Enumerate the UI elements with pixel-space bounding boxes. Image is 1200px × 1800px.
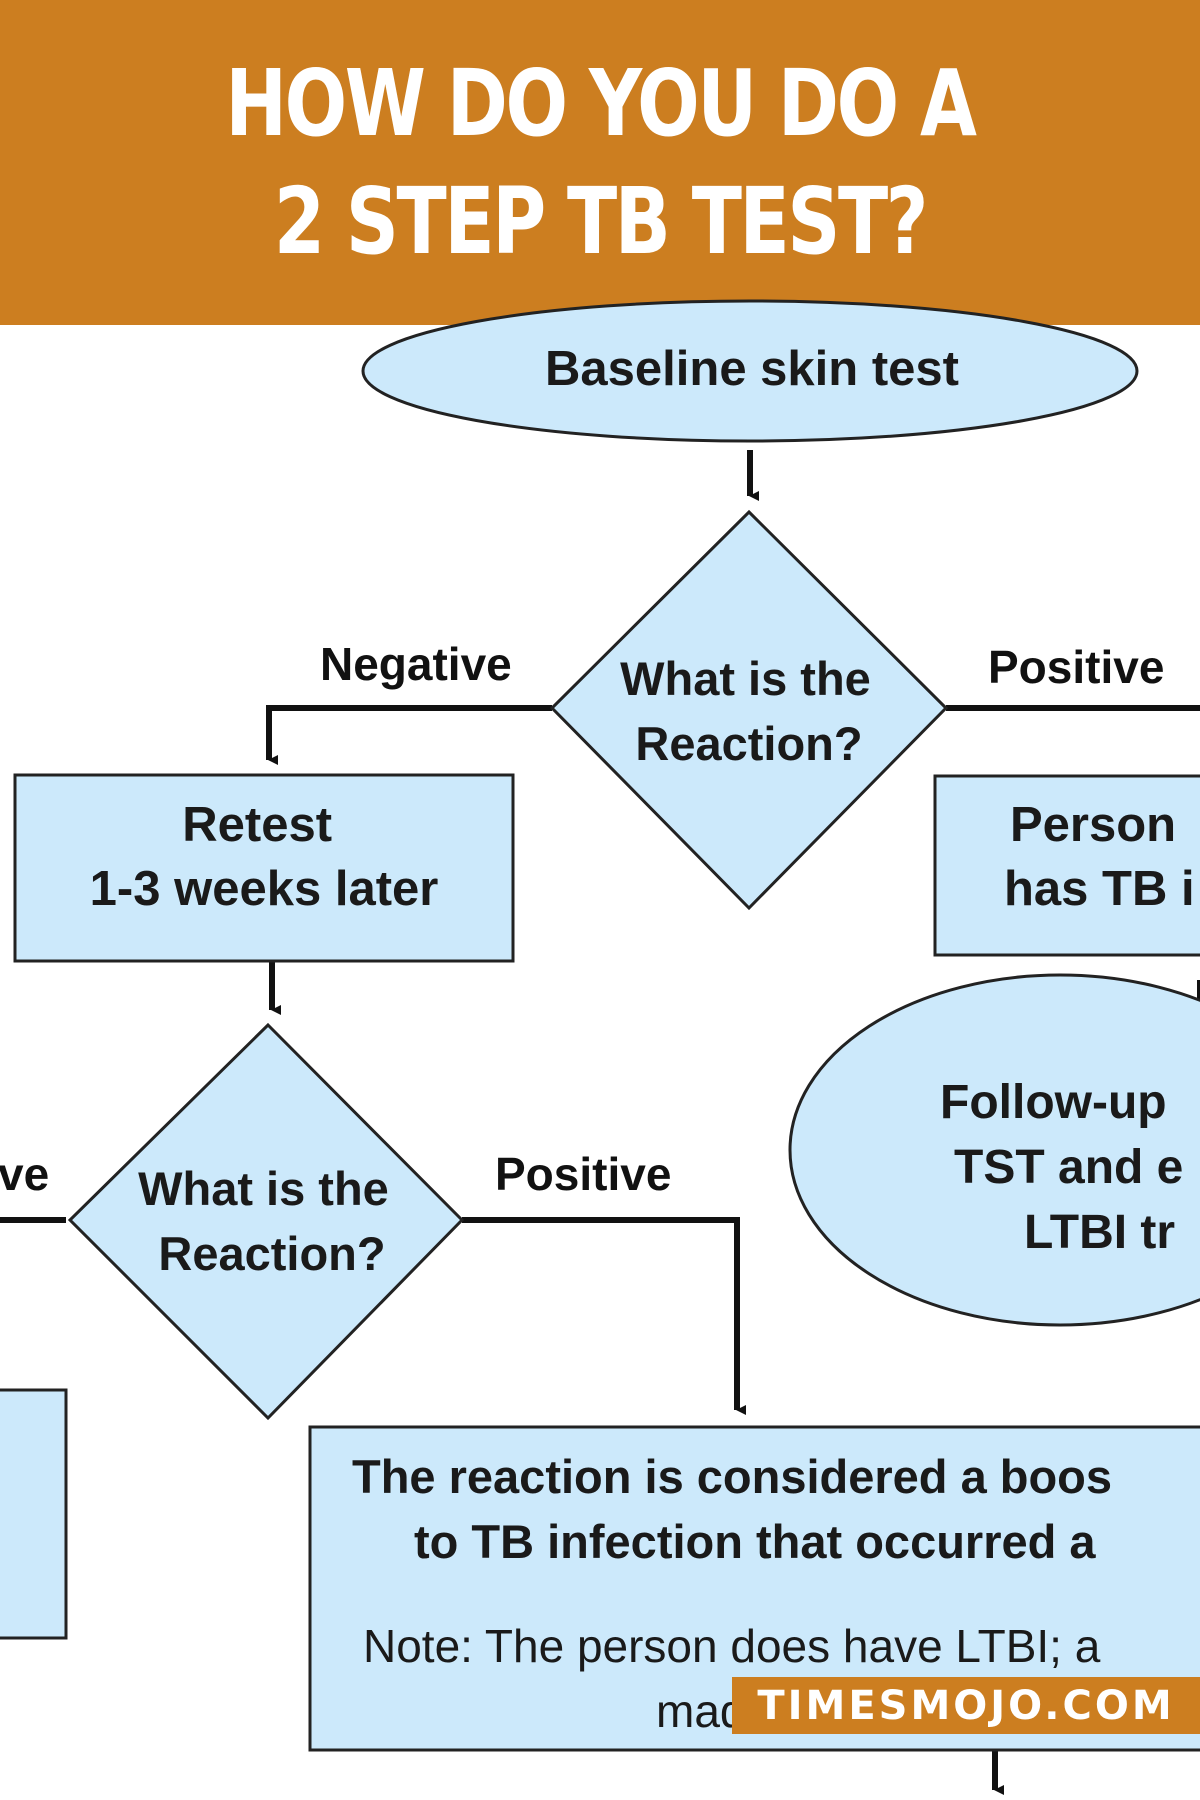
reaction-1-label: What is the Reaction? (620, 652, 884, 770)
edge-label-negative-2: ve (0, 1148, 49, 1200)
edge-label-positive-2: Positive (495, 1148, 671, 1200)
reaction-2-shape (67, 1022, 465, 1421)
node-person-has-tb: Person has TB i (933, 774, 1200, 957)
person-shape (933, 774, 1200, 957)
baseline-label: Baseline skin test (545, 342, 959, 396)
node-retest: Retest 1-3 weeks later (13, 773, 515, 963)
reaction-1-shape (549, 509, 949, 911)
followup-label: Follow-up TST and e LTBI tr (940, 1076, 1197, 1259)
node-reaction-1: What is the Reaction? (549, 509, 949, 911)
title-banner: HOW DO YOU DO A 2 STEP TB TEST? (0, 0, 1200, 325)
connector-positive-to-booster (462, 1217, 746, 1415)
followup-shape (788, 973, 1200, 1327)
edge-label-negative-1: Negative (320, 638, 512, 690)
edge-label-positive-1: Positive (988, 641, 1164, 693)
node-left-partial (0, 1388, 68, 1640)
watermark-text: TIMESMOJO.COM (757, 1682, 1175, 1729)
retest-shape (13, 773, 515, 963)
node-reaction-2: What is the Reaction? (67, 1022, 465, 1421)
person-label: Person has TB i (1004, 798, 1195, 916)
booster-label: The reaction is considered a boos to TB … (352, 1450, 1125, 1568)
connectors (0, 450, 1200, 1795)
left-partial-shape (0, 1388, 68, 1640)
page-title: HOW DO YOU DO A 2 STEP TB TEST? (225, 49, 977, 275)
retest-label: Retest 1-3 weeks later (90, 798, 439, 916)
reaction-2-label: What is the Reaction? (138, 1162, 402, 1280)
node-follow-up: Follow-up TST and e LTBI tr (788, 973, 1200, 1327)
baseline-shape (361, 299, 1139, 443)
watermark-badge: TIMESMOJO.COM (732, 1677, 1200, 1734)
connector-negative-to-retest (266, 705, 552, 765)
node-baseline-skin-test: Baseline skin test (361, 299, 1139, 443)
